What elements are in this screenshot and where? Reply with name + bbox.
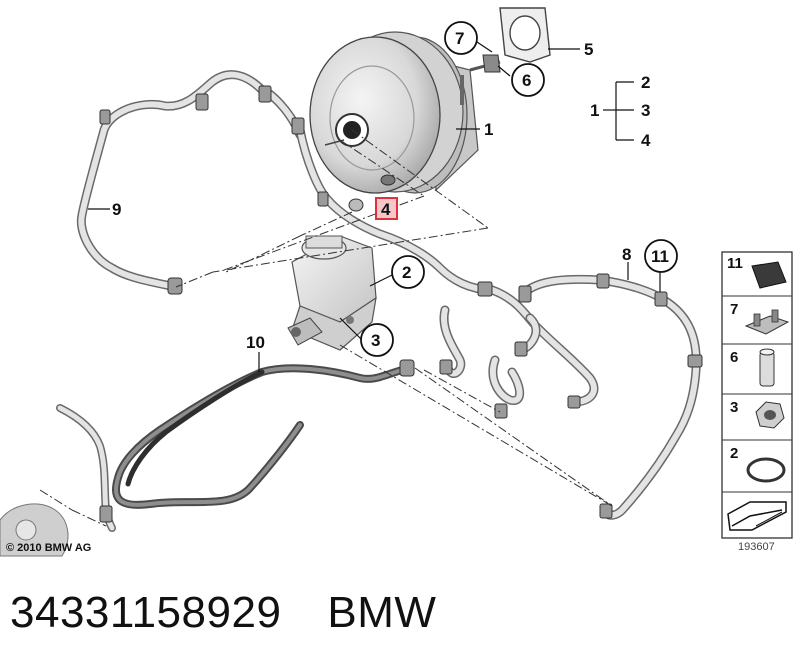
legend-label-3: 3 [730, 399, 738, 416]
legend-item-2[interactable]: 2 [730, 445, 786, 483]
brand-name: BMW [327, 588, 437, 637]
brake-fluid-reservoir [287, 235, 377, 351]
diagram-id: 193607 [738, 541, 775, 553]
caption: 34331158929 BMW [10, 588, 436, 638]
callout-5-label: 5 [584, 40, 593, 59]
legend-item-7[interactable]: 7 [730, 301, 790, 335]
callout-8-label: 8 [622, 245, 631, 264]
callout-9[interactable]: 9 [112, 200, 121, 219]
part-breakdown: 1 2 3 4 [590, 73, 651, 150]
o-ring-icon [746, 457, 786, 483]
legend-panel: 11 7 6 3 [721, 251, 793, 539]
breakdown-parent: 1 [590, 101, 599, 120]
brake-booster [309, 31, 501, 194]
legend-label-11: 11 [727, 255, 743, 272]
legend-label-7: 7 [730, 301, 738, 318]
pin-sleeve-icon [759, 348, 775, 387]
callout-7[interactable]: 7 [444, 21, 478, 55]
callout-6[interactable]: 6 [511, 63, 545, 97]
hose-fittings [99, 85, 703, 523]
assembly-lines [39, 129, 613, 527]
callout-3[interactable]: 3 [360, 323, 394, 357]
legend-label-2: 2 [730, 445, 738, 462]
breakdown-child-2: 2 [641, 73, 650, 92]
clip-bracket-icon [744, 309, 790, 335]
arrow-icon [727, 501, 787, 531]
callout-4[interactable]: 4 [375, 197, 398, 220]
callout-10-label: 10 [246, 333, 265, 352]
callout-8[interactable]: 8 [622, 245, 631, 264]
legend-item-6[interactable]: 6 [730, 348, 775, 387]
callout-1[interactable]: 1 [484, 120, 493, 139]
rubber-pad-icon [751, 261, 787, 289]
gasket [499, 7, 551, 63]
legend-item-11[interactable]: 11 [727, 255, 787, 289]
callout-5[interactable]: 5 [584, 40, 593, 59]
callout-6-label: 6 [522, 71, 531, 90]
callout-1-label: 1 [484, 120, 493, 139]
callout-10[interactable]: 10 [246, 333, 265, 352]
callout-9-label: 9 [112, 200, 121, 219]
callout-11-label: 11 [651, 247, 669, 266]
callout-2-label: 2 [402, 263, 411, 282]
callout-7-label: 7 [455, 29, 464, 48]
legend-label-6: 6 [730, 349, 738, 366]
breakdown-child-3: 3 [641, 101, 650, 120]
callout-4-label: 4 [381, 200, 391, 219]
callout-3-label: 3 [371, 331, 380, 350]
vacuum-pump [0, 503, 69, 557]
part-number: 34331158929 [10, 588, 282, 637]
vacuum-lines [56, 70, 701, 532]
legend-item-3[interactable]: 3 [730, 399, 785, 429]
hex-nut-icon [755, 401, 785, 429]
callout-11[interactable]: 11 [644, 239, 678, 273]
copyright-notice: © 2010 BMW AG [6, 542, 92, 554]
callout-2[interactable]: 2 [391, 255, 425, 289]
breakdown-child-4: 4 [641, 131, 651, 150]
